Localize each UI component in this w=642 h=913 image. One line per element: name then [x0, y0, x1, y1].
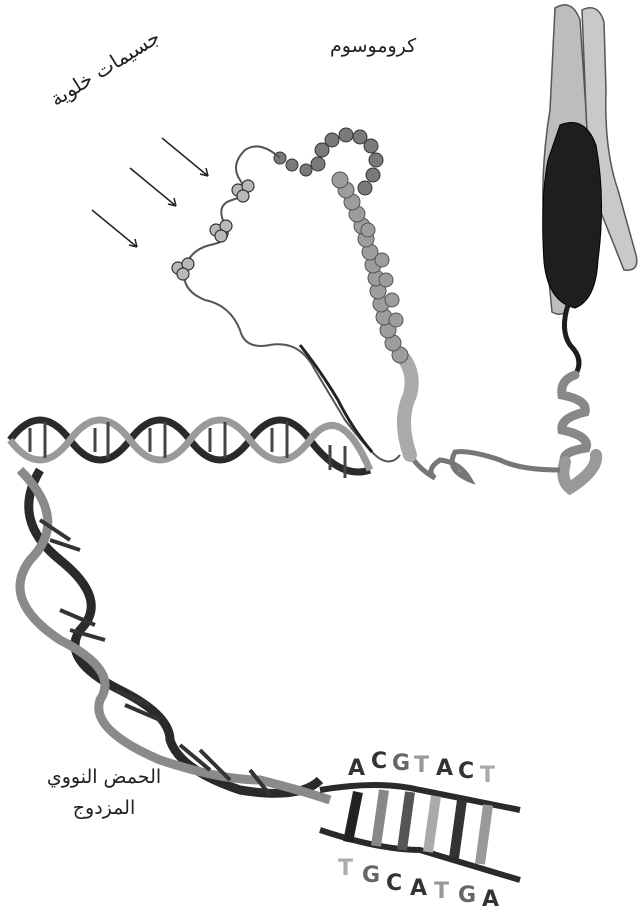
arrow-3	[92, 210, 137, 247]
supercoiled-fiber	[404, 305, 596, 488]
dna-label: الحمض النووي المزدوج	[20, 762, 188, 824]
dna-label-line2: المزدوج	[20, 793, 188, 824]
chromosome	[543, 5, 637, 314]
base-bottom-3: C	[386, 871, 402, 896]
base-bottom-1: T	[338, 856, 353, 881]
base-bottom-5: T	[434, 879, 449, 904]
dna-helix-lower	[20, 470, 330, 800]
bead-loop	[274, 128, 383, 195]
arrow-1	[162, 138, 208, 176]
base-top-4: T	[414, 753, 429, 778]
dna-ladder: A C G T A C T T G C A T G A	[320, 749, 520, 912]
dna-label-line1: الحمض النووي	[20, 762, 188, 793]
base-top-6: C	[458, 759, 474, 784]
nucleosomes	[172, 180, 254, 280]
dna-helix-upper	[10, 420, 370, 478]
chromosome-label: كروموسوم	[330, 35, 416, 57]
nucleosome-arrows	[92, 138, 208, 247]
base-top-5: A	[436, 756, 453, 781]
chromatin-solenoid	[332, 172, 408, 363]
nucleosome-cluster-2	[210, 220, 232, 242]
base-top-1: A	[348, 756, 365, 781]
arrow-2	[130, 168, 176, 206]
base-bottom-4: A	[410, 876, 427, 901]
base-bottom-2: G	[362, 863, 380, 888]
chromosome-condensed-region	[543, 123, 602, 309]
base-top-7: T	[480, 763, 495, 788]
base-bottom-7: A	[482, 887, 499, 912]
base-top-3: G	[392, 751, 410, 776]
nucleosome-cluster-3	[172, 258, 194, 280]
base-top-2: C	[371, 749, 387, 774]
base-bottom-6: G	[458, 883, 476, 908]
